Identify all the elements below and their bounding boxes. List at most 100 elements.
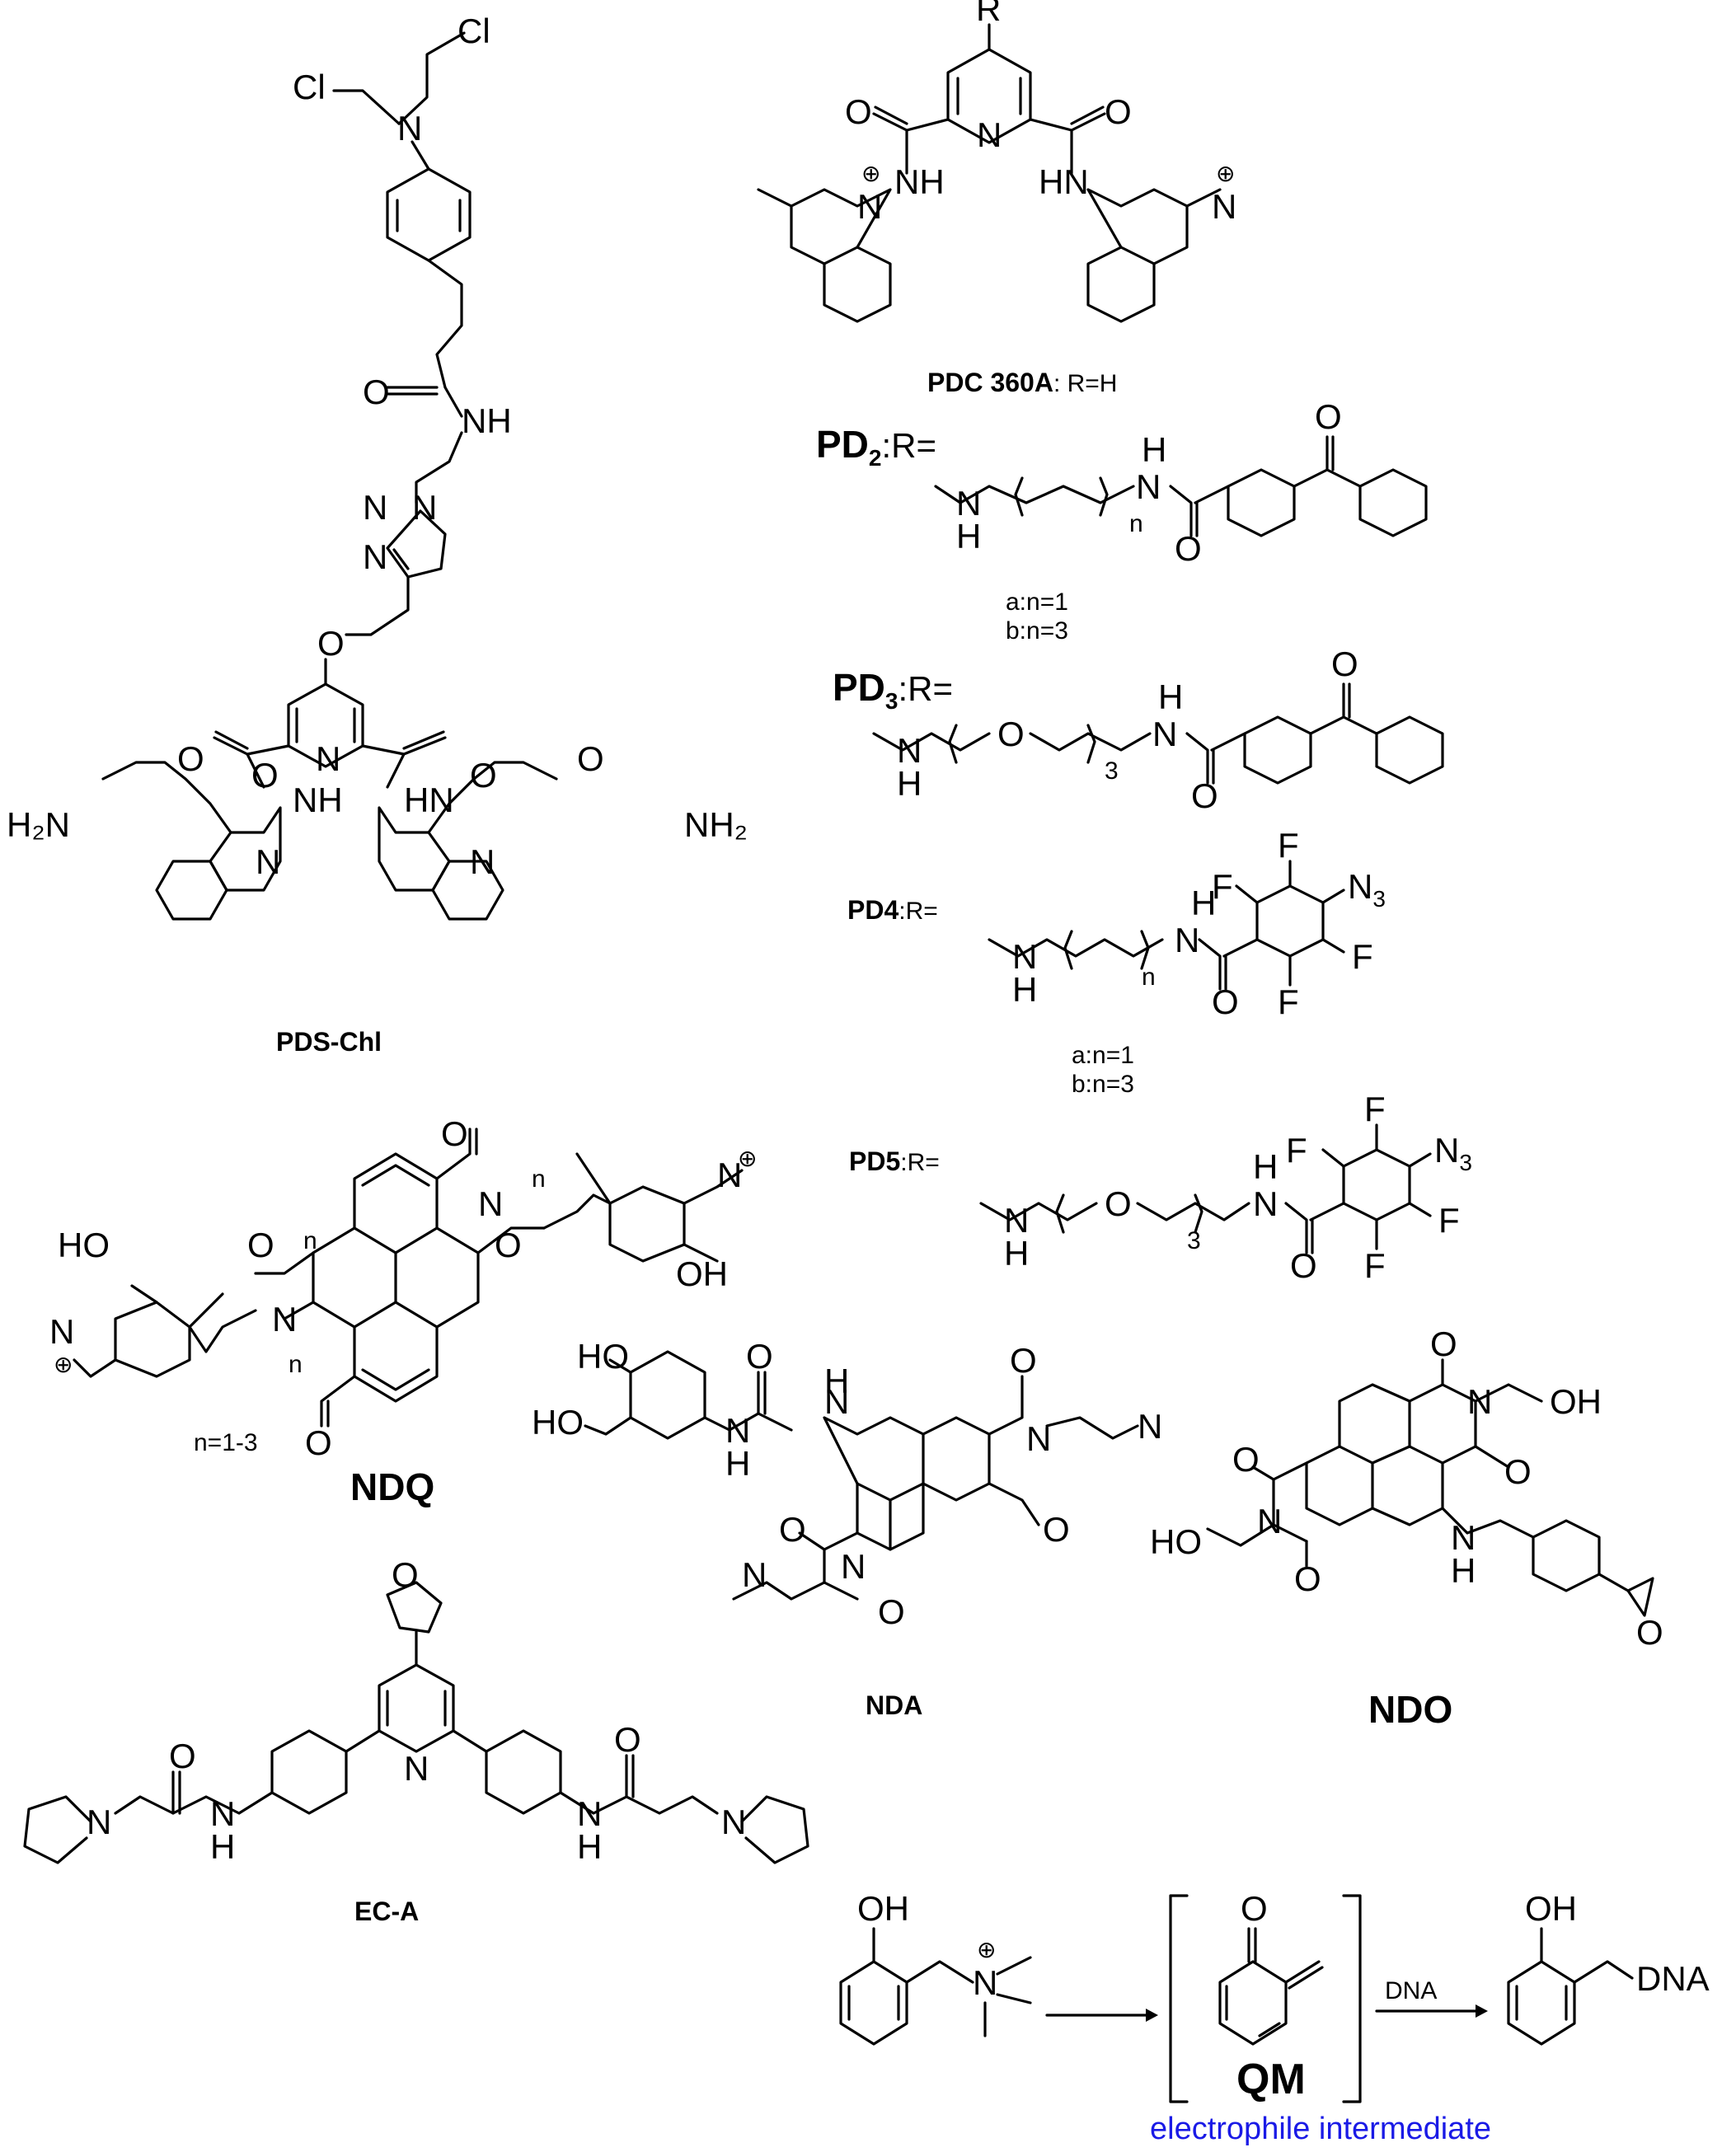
- charge-plus: ⊕: [54, 1352, 73, 1377]
- atom-n: N: [857, 187, 882, 226]
- atom-n: N: [721, 1803, 746, 1841]
- structure-pds-chl: Cl Cl N O NH N N N O O N O NH HN N N O O…: [7, 12, 748, 1057]
- atom-oh: OH: [676, 1254, 728, 1293]
- atom-n: N: [1152, 715, 1177, 753]
- atom-h: H: [1012, 970, 1037, 1009]
- atom-ho: HO: [577, 1337, 629, 1376]
- atom-n: N: [1257, 1502, 1282, 1540]
- atom-n: N: [1175, 921, 1199, 959]
- reaction-scheme-qm: OH N ⊕ O DNA OH DNA QM electrophile inte…: [839, 1889, 1710, 2146]
- atom-o: O: [845, 92, 872, 131]
- atom-o: O: [169, 1737, 196, 1775]
- atom-o: O: [392, 1555, 419, 1594]
- atom-f: F: [1438, 1201, 1460, 1240]
- atom-f: F: [1212, 867, 1233, 906]
- atom-o: O: [177, 739, 204, 778]
- atom-h: H: [1142, 430, 1166, 469]
- label-pdc-360a: PDC 360A: R=H: [927, 368, 1117, 397]
- atom-n: N: [824, 1382, 849, 1421]
- atom-n: N: [478, 1184, 503, 1223]
- atom-hn: HN: [1039, 162, 1089, 201]
- atom-r: R: [976, 0, 1001, 28]
- structure-pd4: PD4:R= N H H N O F F F F N3 n a:n=1 b:n=…: [847, 826, 1386, 1098]
- label-pd5: PD5:R=: [849, 1146, 940, 1176]
- atom-o: O: [746, 1337, 773, 1376]
- label-qm: QM: [1236, 2056, 1306, 2103]
- atom-h: H: [897, 764, 922, 803]
- atom-n: N: [470, 842, 495, 881]
- repeat-index: 3: [1187, 1227, 1201, 1254]
- atom-n: N: [897, 731, 922, 770]
- atom-oh: OH: [1550, 1382, 1602, 1421]
- atom-ho: HO: [1150, 1522, 1202, 1561]
- atom-o: O: [1241, 1889, 1268, 1928]
- atom-azide: N3: [1348, 867, 1386, 912]
- atom-h: H: [210, 1827, 235, 1866]
- atom-h: H: [956, 517, 981, 556]
- label-pd4: PD4:R=: [847, 895, 938, 925]
- atom-n: N: [316, 739, 340, 778]
- atom-o: O: [1043, 1510, 1070, 1549]
- label-ndq: NDQ: [350, 1465, 434, 1508]
- atom-n: N: [412, 488, 437, 527]
- structure-nda: HO HO O N H N H O O O O N N N N NDA: [532, 1337, 1162, 1720]
- atom-h: H: [1158, 677, 1183, 716]
- charge-plus: ⊕: [861, 161, 880, 186]
- label-pds-chl: PDS-Chl: [276, 1027, 382, 1057]
- atom-n: N: [49, 1312, 74, 1351]
- repeat-index: n: [1142, 963, 1156, 991]
- atom-n: N: [1004, 1201, 1029, 1240]
- atom-h2n: H₂N: [7, 805, 70, 844]
- atom-n: N: [717, 1156, 742, 1194]
- atom-n: N: [363, 488, 387, 527]
- atom-f: F: [1364, 1090, 1386, 1128]
- atom-ho: HO: [58, 1226, 110, 1264]
- atom-o: O: [1105, 1184, 1132, 1223]
- atom-o: O: [1191, 776, 1218, 815]
- atom-azide: N3: [1434, 1131, 1472, 1175]
- label-pd2: PD2:R=: [816, 423, 936, 471]
- variant-a: a:n=1: [1072, 1042, 1134, 1069]
- atom-o: O: [441, 1114, 468, 1153]
- atom-n: N: [1012, 937, 1037, 976]
- atom-h: H: [1191, 884, 1216, 922]
- atom-o: O: [495, 1226, 522, 1264]
- atom-h: H: [577, 1827, 602, 1866]
- atom-n: N: [577, 1794, 602, 1833]
- atom-h: H: [1004, 1234, 1029, 1273]
- structure-pd2: PD2:R= N H H N O O n a:n=1 b:n=3: [816, 397, 1428, 645]
- atom-o: O: [1105, 92, 1132, 131]
- atom-n: N: [1026, 1419, 1051, 1458]
- atom-n: N: [256, 842, 280, 881]
- atom-o: O: [1212, 982, 1239, 1021]
- atom-o: O: [1290, 1246, 1317, 1285]
- atom-o: O: [247, 1226, 274, 1264]
- atom-h: H: [725, 1444, 750, 1483]
- repeat-index: n: [1129, 510, 1143, 537]
- atom-o: O: [614, 1720, 641, 1759]
- atom-nh: NH: [293, 781, 343, 819]
- label-product-dna: DNA: [1636, 1959, 1710, 1998]
- atom-o: O: [1504, 1452, 1532, 1491]
- atom-o: O: [1636, 1613, 1663, 1652]
- label-electrophile-intermediate: electrophile intermediate: [1150, 2112, 1491, 2146]
- label-nda: NDA: [866, 1690, 922, 1720]
- atom-o: O: [997, 715, 1025, 753]
- structure-ec-a: O N O O N H N H N N EC-A: [23, 1555, 809, 1926]
- atom-n: N: [841, 1547, 866, 1586]
- structure-pd3: PD3:R= N H O H N O O 3: [833, 645, 1444, 815]
- atom-f: F: [1364, 1246, 1386, 1285]
- atom-f: F: [1278, 826, 1299, 865]
- atom-n: N: [210, 1794, 235, 1833]
- repeat-index: n: [532, 1165, 546, 1193]
- charge-plus: ⊕: [1216, 161, 1235, 186]
- label-ec-a: EC-A: [354, 1896, 419, 1926]
- atom-o: O: [1175, 529, 1202, 568]
- atom-n: N: [363, 537, 387, 576]
- atom-o: O: [317, 624, 345, 663]
- structure-pd5: PD5:R= N H O H N O F F F F N3 3: [849, 1090, 1472, 1285]
- atom-n: N: [1467, 1382, 1492, 1421]
- atom-oh: OH: [857, 1889, 909, 1928]
- repeat-index: n: [289, 1351, 303, 1378]
